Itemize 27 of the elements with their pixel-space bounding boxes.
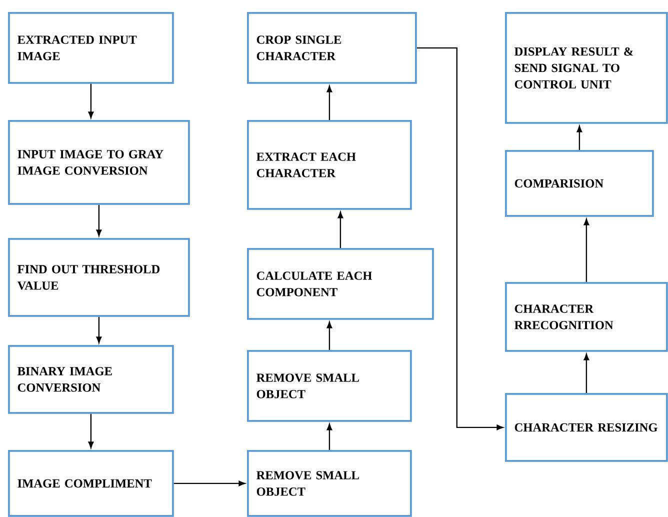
arrow	[88, 84, 94, 118]
arrow	[338, 212, 344, 248]
process-box: CROP SINGLE CHARACTER	[247, 12, 417, 84]
arrow	[584, 354, 590, 393]
arrow	[96, 316, 102, 344]
process-box: BINARY IMAGE CONVERSION	[8, 345, 174, 414]
process-box: DISPLAY RESULT & SEND SIGNAL TO CONTROL UNIT	[505, 12, 668, 124]
process-box: CHARACTER RRECOGNITION	[505, 282, 668, 352]
process-box: CALCULATE EACH COMPONENT	[247, 248, 434, 320]
process-box: REMOVE SMALL OBJECT	[247, 350, 412, 422]
arrow	[174, 480, 246, 486]
arrow	[576, 126, 582, 150]
process-box: CHARACTER RESIZING	[505, 393, 668, 462]
arrow	[96, 204, 102, 236]
arrow	[326, 322, 332, 350]
arrow	[584, 218, 590, 282]
arrow	[416, 47, 504, 430]
arrow	[88, 414, 94, 448]
arrow	[326, 424, 332, 450]
process-box: REMOVE SMALL OBJECT	[247, 450, 412, 517]
process-box: EXTRACTED INPUT IMAGE	[8, 12, 174, 84]
process-box: EXTRACT EACH CHARACTER	[247, 120, 412, 210]
process-box: COMPARISION	[505, 150, 654, 217]
process-box: IMAGE COMPLIMENT	[8, 450, 174, 517]
process-box: INPUT IMAGE TO GRAY IMAGE CONVERSION	[8, 120, 190, 205]
arrow	[326, 86, 332, 120]
process-box: FIND OUT THRESHOLD VALUE	[8, 238, 190, 317]
